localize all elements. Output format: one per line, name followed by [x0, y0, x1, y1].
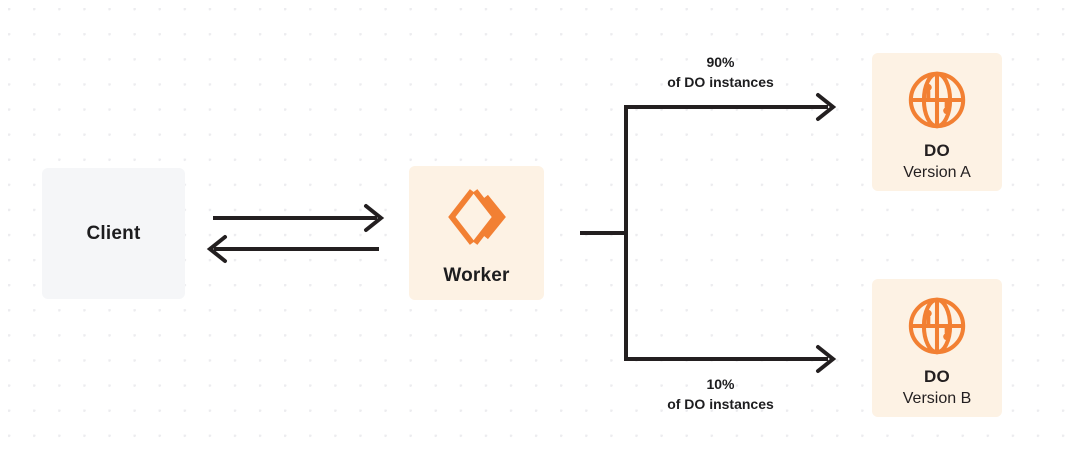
- edge-label-do-b-description: of DO instances: [667, 396, 774, 413]
- edge-label-do-a: 90% of DO instances: [628, 52, 813, 93]
- edge-label-do-a-percent: 90%: [706, 54, 735, 70]
- node-worker-label: Worker: [443, 265, 510, 286]
- node-do-b-sublabel: Version B: [902, 390, 972, 407]
- edge-label-do-a-description: of DO instances: [667, 74, 774, 91]
- node-worker[interactable]: Worker: [409, 166, 544, 300]
- node-client-label: Client: [86, 222, 141, 244]
- edge-label-do-b-percent: 10%: [706, 376, 735, 392]
- globe-icon: [906, 69, 968, 131]
- node-client[interactable]: Client: [42, 168, 185, 299]
- arrow-client-to-worker: [213, 204, 385, 232]
- cloudflare-workers-icon: [446, 187, 508, 247]
- node-do-a-sublabel: Version A: [903, 164, 971, 181]
- globe-icon: [906, 295, 968, 357]
- edge-label-do-b: 10% of DO instances: [628, 374, 813, 415]
- node-do-a-label: DO: [923, 141, 951, 160]
- arrow-worker-split-bracket: [580, 93, 837, 373]
- node-do-b-label: DO: [923, 367, 951, 386]
- arrow-worker-to-client: [206, 235, 379, 263]
- node-do-version-b[interactable]: DO Version B: [872, 279, 1002, 417]
- node-do-version-a[interactable]: DO Version A: [872, 53, 1002, 191]
